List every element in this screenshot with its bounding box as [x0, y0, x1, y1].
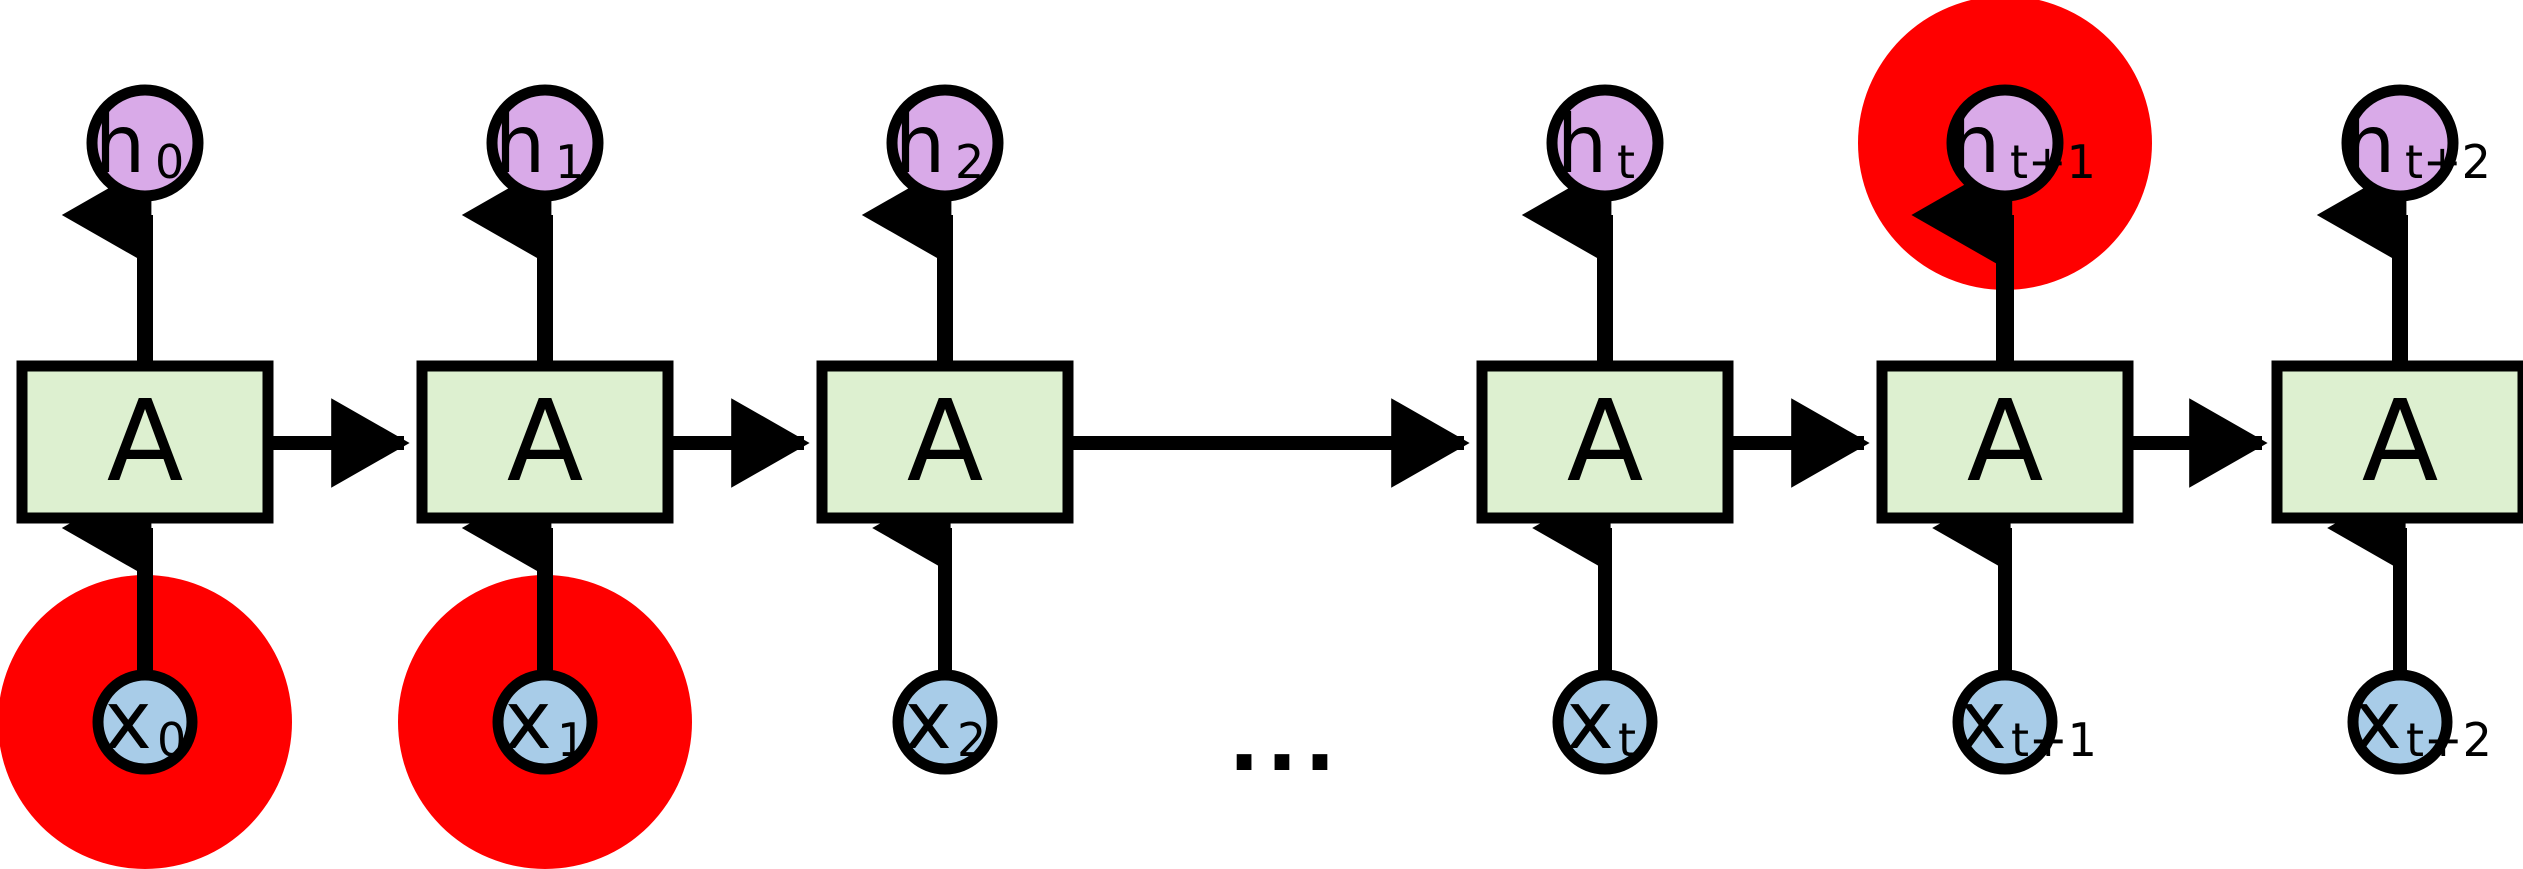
- rnn-cell-label-tt: A: [1567, 377, 1644, 507]
- input-label-main-t0: x: [104, 674, 151, 767]
- hidden-node-sublabel-t0: 0: [155, 135, 184, 189]
- input-node-label-t1: x: [504, 674, 551, 767]
- timestep-group-t1: A h 1 x 1: [416, 84, 674, 775]
- highlight-layer: [0, 0, 2152, 869]
- hidden-label-main-t0: h: [95, 98, 146, 191]
- input-node-label-tt: x: [1566, 674, 1613, 767]
- hidden-node-sublabel-t1: 1: [555, 135, 584, 189]
- hidden-label-main-t1: h: [495, 98, 546, 191]
- rnn-cell-t1[interactable]: [416, 360, 674, 524]
- hidden-node-tt[interactable]: [1546, 84, 1664, 202]
- input-label-main-tt2: x: [2354, 674, 2401, 767]
- hidden-label-sub-tt1: t+1: [2010, 135, 2096, 189]
- hidden-label-sub-tt2: t+2: [2405, 135, 2491, 189]
- hidden-label-main-tt1: h: [1950, 98, 2001, 191]
- input-node-tt2[interactable]: [2347, 669, 2453, 775]
- hidden-node-t2[interactable]: [886, 84, 1004, 202]
- rnn-cell-tt2[interactable]: [2271, 360, 2523, 524]
- timestep-group-t2: A h 2 x 2: [816, 84, 1074, 775]
- hidden-label-main-t2: h: [895, 98, 946, 191]
- hidden-node-sublabel-t2: 2: [955, 135, 984, 189]
- hidden-label-sub-tt: t: [1617, 135, 1635, 189]
- rnn-cell-tt[interactable]: [1476, 360, 1734, 524]
- hidden-node-sublabel-tt2: t+2: [2405, 135, 2491, 189]
- timestep-group-tt1: A h t+1 x t+1: [1876, 84, 2134, 775]
- timestep-group-tt2: A h t+2 x t+2: [2271, 84, 2523, 775]
- input-node-sublabel-t1: 1: [557, 713, 586, 767]
- input-node-sublabel-tt2: t+2: [2406, 713, 2492, 767]
- hidden-node-sublabel-tt: t: [1617, 135, 1635, 189]
- input-label-sub-t0: 0: [157, 713, 186, 767]
- rnn-cell-label-tt2: A: [2362, 377, 2439, 507]
- hidden-node-label-tt: h: [1557, 98, 1608, 191]
- hidden-label-main-tt2: h: [2345, 98, 2396, 191]
- rnn-cell-t0[interactable]: [16, 360, 274, 524]
- rnn-cell-t2[interactable]: [816, 360, 1074, 524]
- input-node-t2[interactable]: [892, 669, 998, 775]
- input-node-sublabel-t2: 2: [957, 713, 986, 767]
- input-label-main-tt1: x: [1959, 674, 2006, 767]
- hidden-label-sub-t0: 0: [155, 135, 184, 189]
- input-node-t0[interactable]: [92, 669, 198, 775]
- input-label-sub-tt: t: [1618, 713, 1636, 767]
- input-label-sub-tt2: t+2: [2406, 713, 2492, 767]
- input-label-sub-t2: 2: [957, 713, 986, 767]
- input-node-t1[interactable]: [492, 669, 598, 775]
- hidden-node-label-t0: h: [95, 98, 146, 191]
- input-node-sublabel-tt: t: [1618, 713, 1636, 767]
- rnn-cell-label-tt1: A: [1967, 377, 2044, 507]
- rnn-cell-tt1[interactable]: [1876, 360, 2134, 524]
- input-label-main-t1: x: [504, 674, 551, 767]
- hidden-node-label-t1: h: [495, 98, 546, 191]
- input-node-label-tt2: x: [2354, 674, 2401, 767]
- hidden-label-sub-t2: 2: [955, 135, 984, 189]
- input-node-tt[interactable]: [1552, 669, 1658, 775]
- hidden-label-main-tt: h: [1557, 98, 1608, 191]
- hidden-node-t0[interactable]: [86, 84, 204, 202]
- input-label-main-t2: x: [904, 674, 951, 767]
- rnn-cell-label-t1: A: [507, 377, 584, 507]
- input-node-tt1[interactable]: [1952, 669, 2058, 775]
- input-node-label-t0: x: [104, 674, 151, 767]
- hidden-node-label-t2: h: [895, 98, 946, 191]
- hidden-node-t1[interactable]: [486, 84, 604, 202]
- input-label-sub-t1: 1: [557, 713, 586, 767]
- input-node-label-tt1: x: [1959, 674, 2006, 767]
- input-node-sublabel-tt1: t+1: [2011, 713, 2097, 767]
- hidden-node-label-tt1: h: [1950, 98, 2001, 191]
- hidden-label-sub-t1: 1: [555, 135, 584, 189]
- rnn-cell-label-t0: A: [107, 377, 184, 507]
- hidden-node-sublabel-tt1: t+1: [2010, 135, 2096, 189]
- input-node-sublabel-t0: 0: [157, 713, 186, 767]
- timestep-group-t0: A h 0 x 0: [16, 84, 274, 775]
- timestep-group-tt: A h t x t: [1476, 84, 1734, 775]
- input-label-main-tt: x: [1566, 674, 1613, 767]
- sequence-ellipsis: ...: [1228, 692, 1342, 790]
- input-node-label-t2: x: [904, 674, 951, 767]
- hidden-node-label-tt2: h: [2345, 98, 2396, 191]
- hidden-node-tt1[interactable]: [1946, 84, 2064, 202]
- rnn-cell-label-t2: A: [907, 377, 984, 507]
- input-label-sub-tt1: t+1: [2011, 713, 2097, 767]
- hidden-node-tt2[interactable]: [2341, 84, 2459, 202]
